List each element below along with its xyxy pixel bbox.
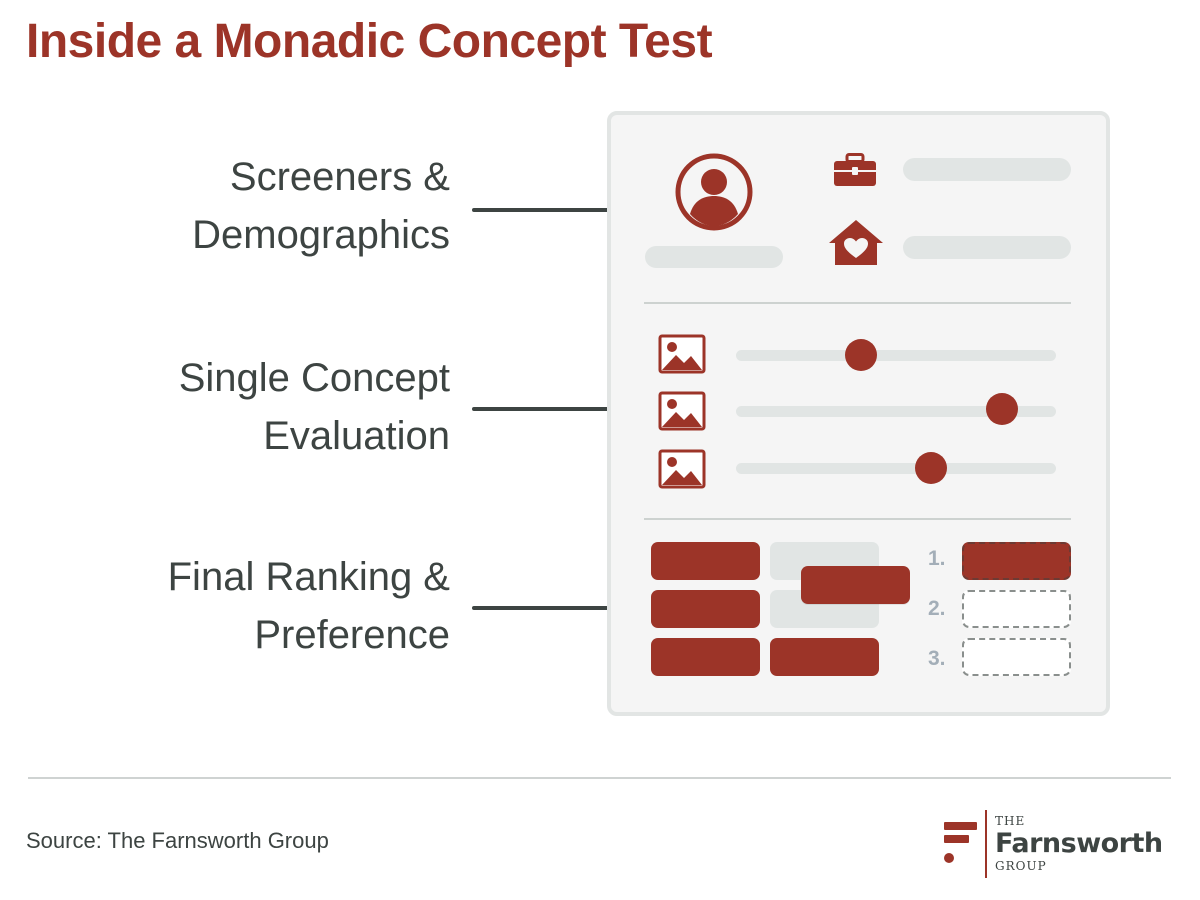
rank-option-card[interactable] [651,638,760,676]
stage-label-line: Final Ranking & [167,555,450,599]
rating-slider-track[interactable] [736,463,1056,474]
page-title: Inside a Monadic Concept Test [26,15,713,68]
stage-label-ranking: Final Ranking & Preference [50,548,450,664]
stage-label-line: Single Concept [178,356,450,400]
image-icon [658,391,706,431]
rank-slot[interactable] [962,590,1071,628]
stage-label-screeners: Screeners & Demographics [50,148,450,264]
rating-slider-track[interactable] [736,350,1056,361]
stage-label-evaluation: Single Concept Evaluation [50,349,450,465]
rank-slot[interactable] [962,542,1071,580]
rating-slider-thumb[interactable] [844,339,877,371]
stage-label-line: Demographics [192,213,450,257]
connector-ranking [472,596,636,620]
dragged-rank-card[interactable] [801,566,910,604]
rank-option-card[interactable] [770,638,879,676]
rank-number: 1. [928,547,946,570]
name-placeholder [645,246,783,268]
rank-option-card[interactable] [651,542,760,580]
home-heart-icon [829,220,883,265]
connector-evaluation [472,397,636,421]
section-divider [644,302,1071,304]
rating-slider-thumb[interactable] [915,452,948,484]
logo-divider [985,810,987,878]
farnsworth-logo-mark [944,822,977,863]
rating-slider-thumb[interactable] [985,393,1018,425]
image-icon [658,334,706,374]
rank-number: 3. [928,647,946,670]
logo-line: THE [995,814,1026,828]
rank-option-card[interactable] [651,590,760,628]
section-divider [644,518,1071,520]
rank-slot[interactable] [962,638,1071,676]
stage-label-line: Preference [254,613,450,657]
rating-slider-track[interactable] [736,406,1056,417]
briefcase-icon [834,153,876,186]
rank-number: 2. [928,597,946,620]
logo-line: Farnsworth [995,828,1163,859]
stage-label-line: Screeners & [229,155,450,199]
footer-divider [28,777,1171,779]
occupation-placeholder [903,158,1071,181]
image-icon [658,449,706,489]
source-note: Source: The Farnsworth Group [26,828,329,853]
farnsworth-logo-text: THE Farnsworth GROUP [995,814,1163,873]
user-avatar-icon [675,153,753,231]
household-placeholder [903,236,1071,259]
logo-line: GROUP [995,859,1047,873]
connector-screeners [472,198,636,222]
stage-label-line: Evaluation [263,414,450,458]
